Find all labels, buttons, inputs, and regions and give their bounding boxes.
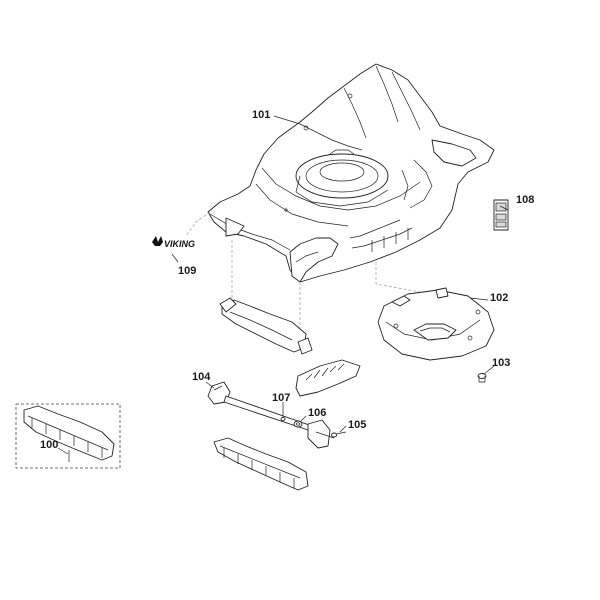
part-label-106: 106 <box>308 407 326 419</box>
pin-107[interactable] <box>280 404 286 422</box>
part-label-107: 107 <box>272 392 290 404</box>
rear-flap-lower[interactable] <box>295 359 361 397</box>
comb-bar-mounted[interactable] <box>213 437 309 491</box>
part-label-101: 101 <box>252 109 270 121</box>
cutter-plate[interactable] <box>377 287 495 361</box>
part-label-109: 109 <box>178 265 196 277</box>
part-label-100: 100 <box>40 439 58 451</box>
comb-bar-kit-box[interactable] <box>15 403 121 469</box>
warning-label-108[interactable] <box>493 199 509 231</box>
part-label-108: 108 <box>516 194 534 206</box>
viking-decal[interactable]: VIKING <box>152 236 195 249</box>
part-labels: 101 102 103 104 105 106 107 108 109 100 <box>40 109 534 451</box>
mower-deck-housing[interactable] <box>207 63 495 283</box>
part-label-103: 103 <box>492 357 510 369</box>
part-label-102: 102 <box>490 292 508 304</box>
leader-lines <box>57 115 509 455</box>
screw-103[interactable] <box>477 373 487 383</box>
viking-logo-mark-icon <box>152 236 163 246</box>
rear-flap-upper[interactable] <box>219 297 313 355</box>
viking-logo-text: VIKING <box>164 239 195 249</box>
screw-105[interactable] <box>331 431 347 438</box>
part-label-105: 105 <box>348 419 366 431</box>
part-label-104: 104 <box>192 371 211 383</box>
sleeve-106[interactable] <box>293 420 303 428</box>
